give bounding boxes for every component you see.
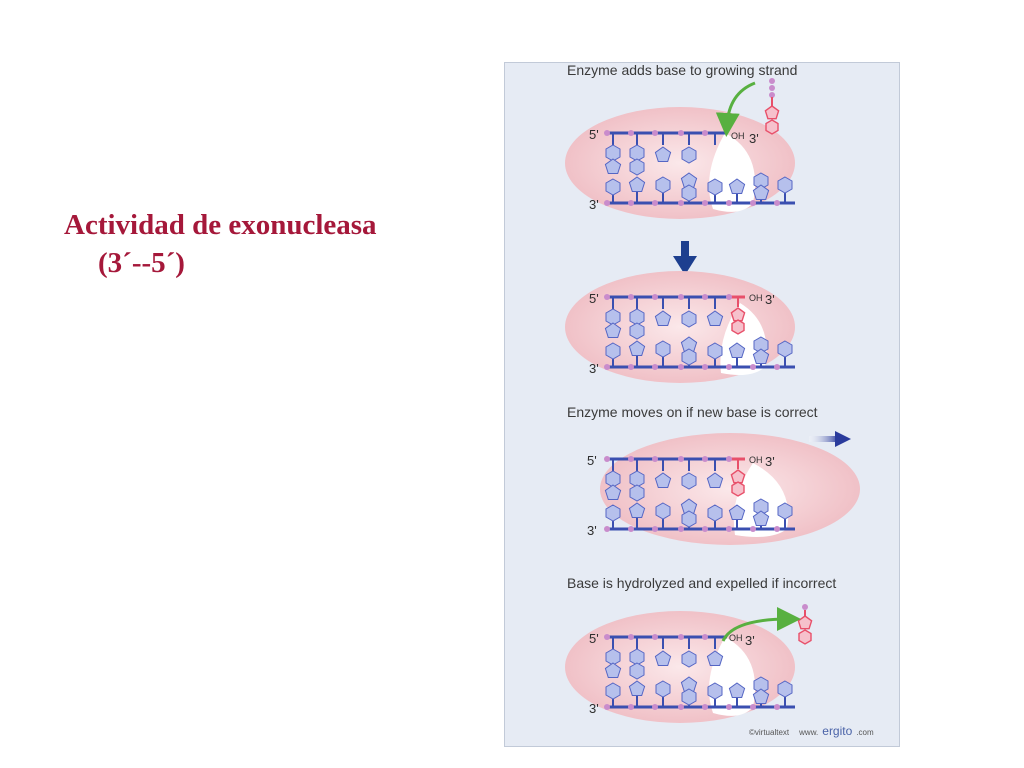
figure-svg: Enzyme adds base to growing strand xyxy=(565,63,874,739)
label-3prime: 3' xyxy=(589,701,599,716)
label-5prime: 5' xyxy=(589,631,599,646)
credit-tld: .com xyxy=(856,728,874,737)
label-oh: OH xyxy=(749,455,763,465)
label-3prime-end: 3' xyxy=(749,131,759,146)
label-3prime: 3' xyxy=(589,361,599,376)
down-arrow xyxy=(673,241,697,275)
label-3prime: 3' xyxy=(587,523,597,538)
label-3prime-end: 3' xyxy=(745,633,755,648)
label-3prime: 3' xyxy=(589,197,599,212)
slide-title-line2: (3´--5´) xyxy=(98,247,185,279)
slide-title-line1: Actividad de exonucleasa xyxy=(64,209,377,241)
move-arrow xyxy=(809,431,851,447)
label-3prime-end: 3' xyxy=(765,292,775,307)
label-oh: OH xyxy=(731,131,745,141)
label-oh: OH xyxy=(749,293,763,303)
label-oh: OH xyxy=(729,633,743,643)
label-5prime: 5' xyxy=(589,291,599,306)
label-5prime: 5' xyxy=(589,127,599,142)
credit-www: www. xyxy=(798,728,818,737)
caption-add-base: Enzyme adds base to growing strand xyxy=(567,63,797,78)
credit-copyright: ©virtualtext xyxy=(749,728,790,737)
panel-base-added: 5' 3' OH 3' xyxy=(565,271,795,383)
credit-line: ©virtualtext www. ergito .com xyxy=(749,722,874,739)
caption-moves-on: Enzyme moves on if new base is correct xyxy=(567,404,818,420)
exonuclease-figure: Enzyme adds base to growing strand xyxy=(504,62,900,747)
label-5prime: 5' xyxy=(587,453,597,468)
caption-expelled: Base is hydrolyzed and expelled if incor… xyxy=(567,575,836,591)
slide-title: Actividad de exonucleasa (3´--5´) xyxy=(64,206,377,282)
panel-add-base: 5' 3' OH 3' xyxy=(565,78,795,219)
label-3prime-end: 3' xyxy=(765,454,775,469)
panel-expelled: 5' 3' OH 3' xyxy=(565,604,813,723)
credit-brand: ergito xyxy=(822,724,852,738)
panel-moves-on: 5' 3' OH 3' xyxy=(587,433,860,545)
